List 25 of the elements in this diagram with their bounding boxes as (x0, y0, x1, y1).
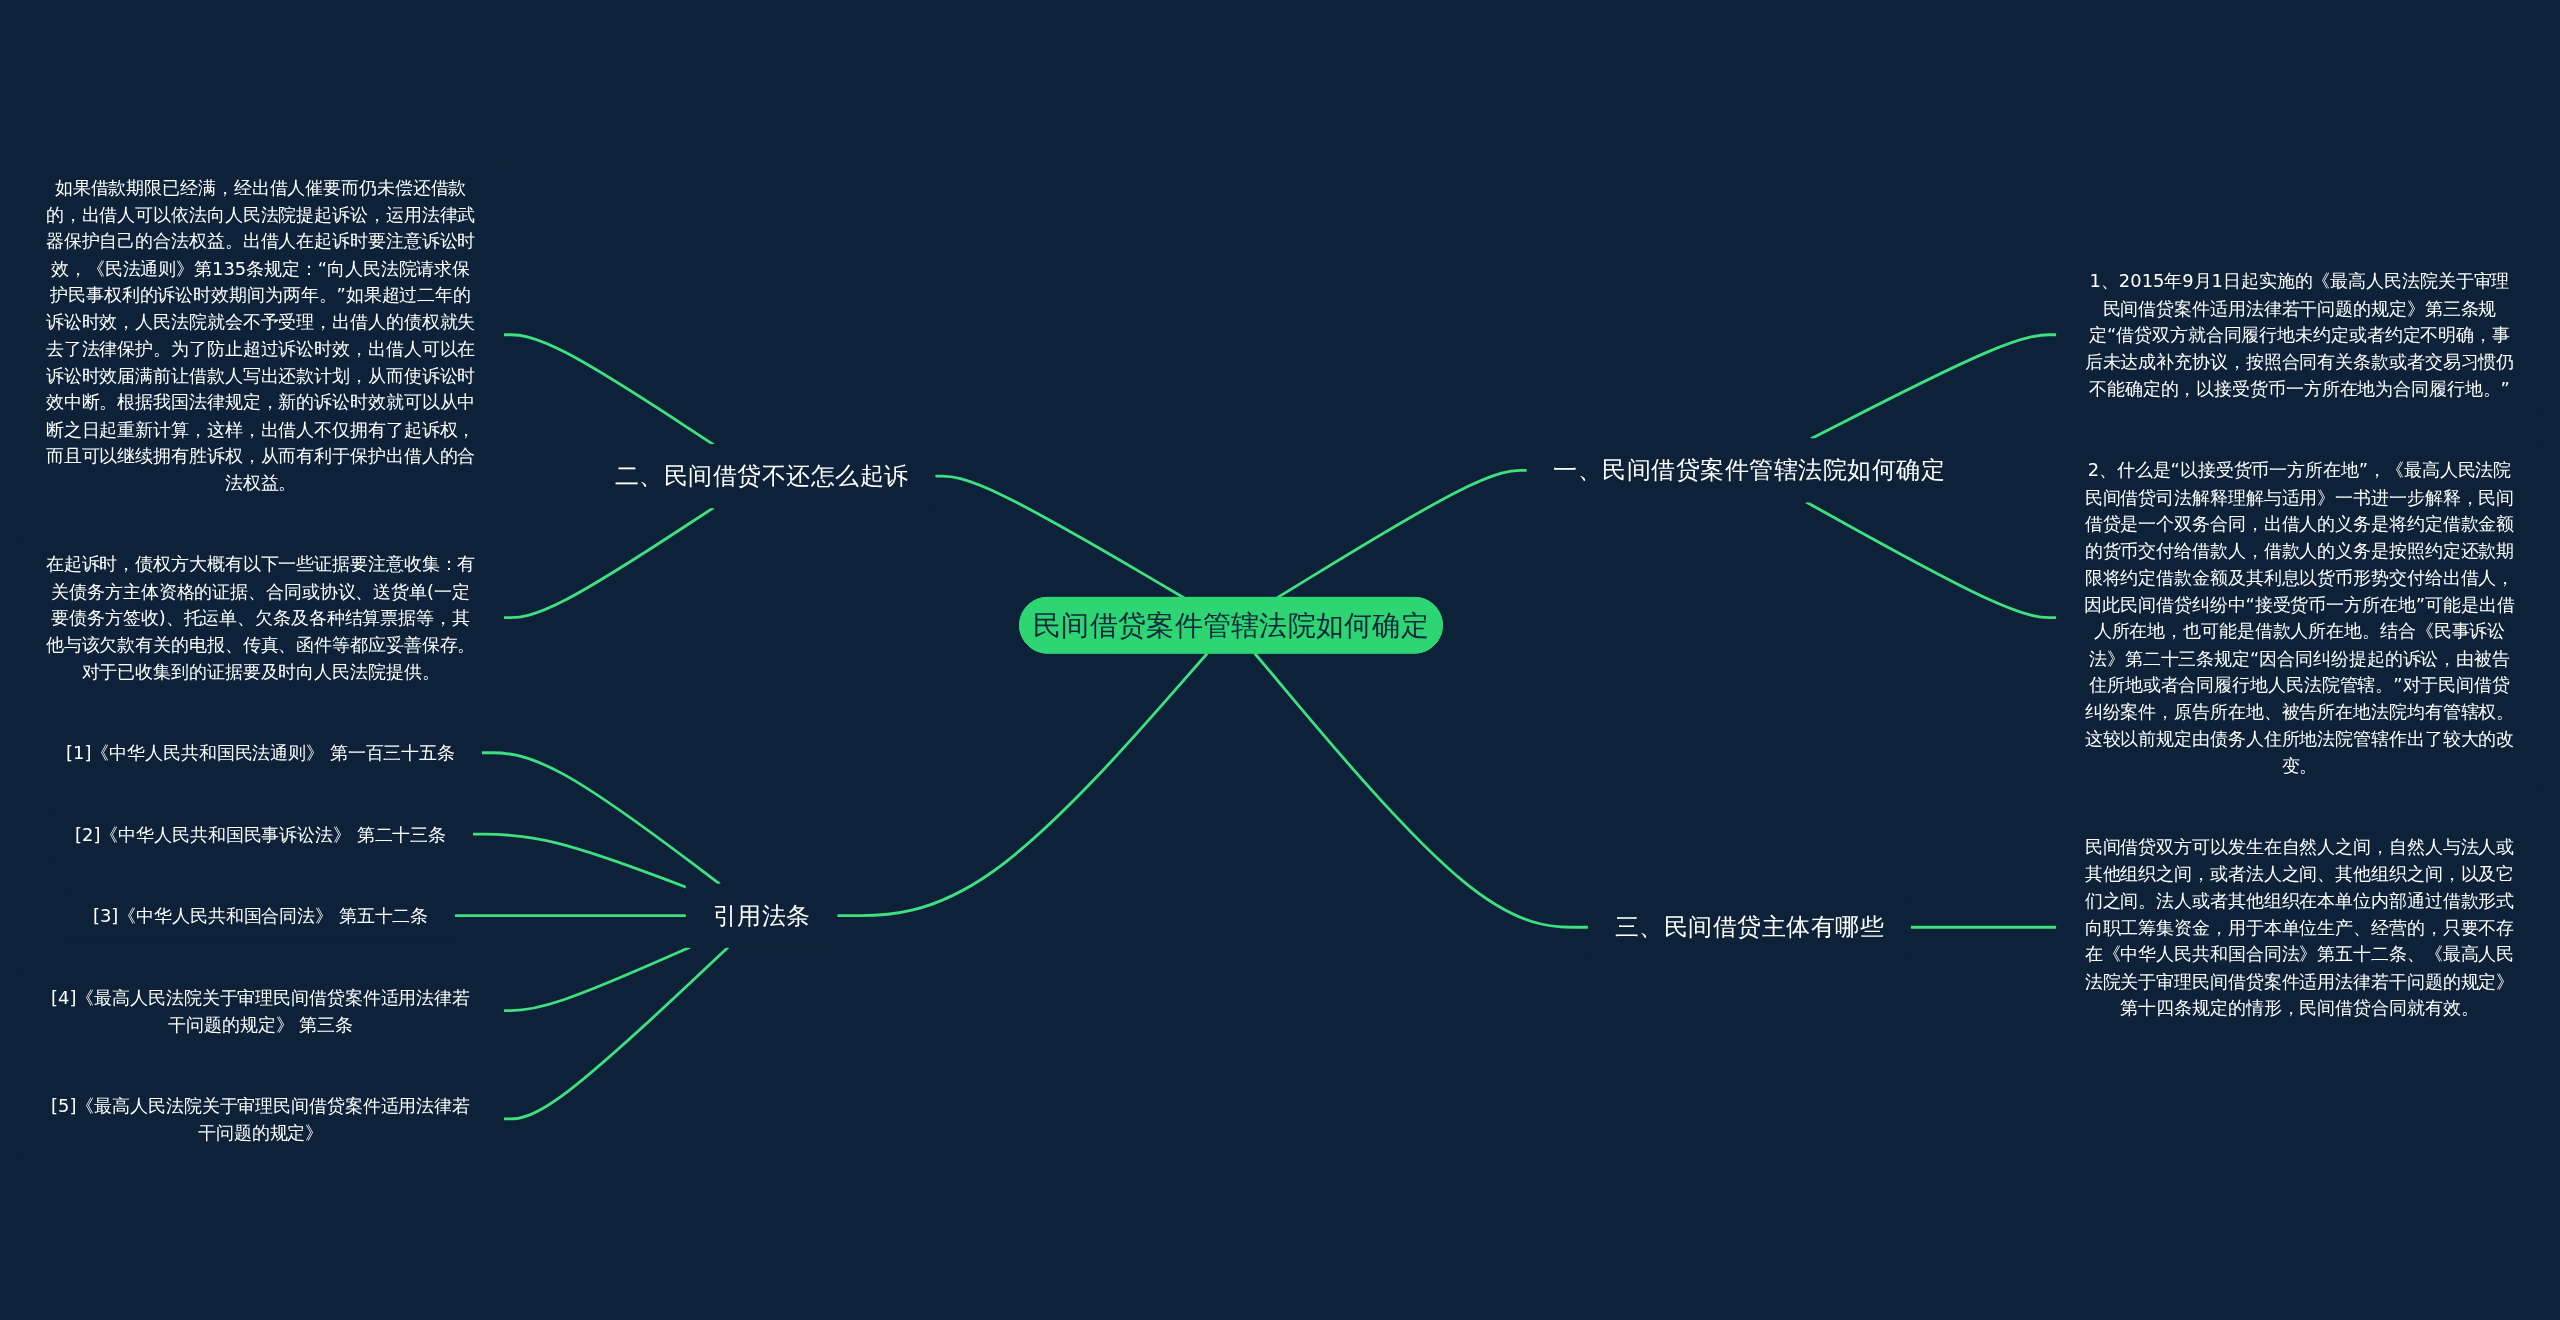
node-text: [1]《中华人民共和国民法通则》 第一百三十五条 (66, 742, 456, 764)
node-text: 1、2015年9月1日起实施的《最高人民法院关于审理民间借贷案件适用法律若干问题的规定》第三条规定“借贷双方就合同履行地未约定或者约定不明确，事后未达成补充协议，按照合同有关条款或者交易习惯仍不能确定的，以接受货币一方所在地为合同履行地。” (2084, 270, 2515, 399)
connector (837, 652, 1209, 918)
connector (503, 946, 691, 1013)
connector (1253, 652, 1589, 929)
node-text: 二、民间借贷不还怎么起诉 (614, 461, 909, 491)
connector (503, 946, 730, 1121)
node-text: 如果借款期限已经满，经出借人催要而仍未偿还借款的，出借人可以依法向人民法院提起诉讼，运用法律武器保护自己的合法权益。出借人在起诉时要注意诉讼时效，《民法通则》第135条规定：“向人民法院请求保护民事权利的诉讼时效期间为两年。”如果超过二年的诉讼时效，人民法院就会不予受理，出借人的债权就失去了法律保护。为了防止超过诉讼时效，出借人可以在诉讼时效届满前让借款人写出还款计划，从而使诉讼时效中断。根据我国法律规定，新的诉讼时效就可以从中断之日起重新计算，这样，出借人不仅拥有了起诉权，而且可以继续拥有胜诉权，从而有利于保护出借人的合法权益。 (45, 176, 476, 493)
node-text: [4]《最高人民法院关于审理民间借贷案件适用法律若干问题的规定》 第三条 (51, 986, 471, 1035)
node-text: 民间借贷双方可以发生在自然人之间，自然人与法人或其他组织之间，或者法人之间、其他组织之间，以及它们之间。法人或者其他组织在本单位内部通过借款形式向职工筹集资金，用于本单位生产、经营的，只要不存在《中华人民共和国合同法》第五十二条、《最高人民法院关于审理民间借贷案件适用法律若干问题的规定》第十四条规定的情形，民间借贷合同就有效。 (2084, 836, 2515, 1019)
node-text: 2、什么是“以接受货币一方所在地”，《最高人民法院民间借贷司法解释理解与适用》一书进一步解释，民间借贷是一个双务合同，出借人的义务是将约定借款金额的货币交付给借款人，借款人的义务是按照约定还款期限将约定借款金额及其利息以货币形势交付给出借人，因此民间借贷纠纷中“接受货币一方所在地”可能是出借人所在地，也可能是借款人所在地。结合《民事诉讼法》第二十三条规定“因合同纠纷提起的诉讼，由被告住所地或者合同履行地人民法院管辖。”对于民间借贷纠纷案件，原告所在地、被告所在地法院均有管辖权。这较以前规定由债务人住所地法院管辖作出了较大的改变。 (2084, 459, 2515, 776)
connector (472, 833, 687, 889)
connector (1910, 926, 2057, 929)
node-text: 在起诉时，债权方大概有以下一些证据要注意收集：有关债务方主体资格的证据、合同或协议、送货单(一定要债务方签收)、托运单、欠条及各种结算票据等，其他与该欠款有关的电报、传真、函件等都应妥善保存。对于已收集到的证据要及时向人民法院提供。 (45, 553, 476, 682)
connector (1805, 501, 2057, 620)
connector (454, 914, 687, 918)
mind-map-drawing: 民间借贷案件管辖法院如何确定 二、民间借贷不还怎么起诉 如果借款期限已经满，经出借人催要而仍未偿还借款的，出借人可以依法向人民法院提起诉讼，运用法律武器保护自己的合法权益。出借人在起诉时要注意诉讼时效，《民法通则》第135条规定：“向人民法院请求保护民事权利的诉讼时效期间为两年。”如果超过二年的诉讼时效，人民法院就会不予受理，出借人的债权就失去了法律保护。为了防止超过诉讼时效，出借人可以在诉讼时效届满前让借款人写出还款计划，从而使诉讼时效中断。根据我国法律规定，新的诉讼时效就可以从中断之日起重新计算，这样，出借人不仅拥有了起诉权，而且可以继续拥有胜诉权，从而有利于保护出借人的合法权益。 在起诉时，债权方大概有以下一些证据要注意收集：有关债务方主体资格的证据、合同或协议、送货单(一定要债务方签收)、托运单、欠条及各种结算票据等，其他与该欠款有关的电报、传真、函件等都应妥善保存。对于已收集到的证据要及时向人民法院提供。 一、民间借贷案件管辖法院如何确定 1、2015年9月1日起实施的《最高人民法院关于审理民间借贷案件适用法律若干问题的规定》第三条规定“借贷双方就合同履行地未约定或者约定不明确，事后未达成补充协议，按照合同有关条款或者交易习惯仍不能确定的，以接受货币一方所在地为合同履行地。” 2、什么是“以接受货币一方所在地”，《最高人民法院民间借贷司法解释理解与适用》一书进一步解释，民间借贷是一个双务合同，出借人的义务是将约定借款金额的货币交付给借款人，借款人的义务是按照约定还款期限将约定借款金额及其利息以货币形势交付给出借人，因此民间借贷纠纷中“接受货币一方所在地”可能是出借人所在地，也可能是借款人所在地。结合《民事诉讼法》第二十三条规定“因合同纠纷提起的诉讼，由被告住所地或者合同履行地人民法院管辖。”对于民间借贷纠纷案件，原告所在地、被告所在地法院均有管辖权。这较以前规定由债务人住所地法院管辖作出了较大的改变。 引用法条 [1]《中华人民共和国民法通则》 第一百三十五条 [2]《中华人民共和国民事诉讼法》 第二十三条 [3]《中华人民共和国合同法》 第五十二条 [4]《最高人民法院关于审理民间借贷案件适用法律若干问题的规定》 第三条 [5]《最高人民法院关于审理民间借贷案件适用法律若干问题的规定》 三、民间借贷主体有哪些 民间借贷双方可以发生在自然人之间，自然人与法人或其他组织之间，或者法人之间、其他组织之间，以及它们之间。法人或者其他组织在本单位内部通过借款形式向职工筹集资金，用于本单位生产、经营的，只要不存在《中华人民共和国合同法》第五十二条、《最高人民法院关于审理民间借贷案件适用法律若干问题的规定》第十四条规定的情形，民间借贷合同就有效。 (10, 153, 2550, 1167)
connector (481, 751, 721, 886)
node-text: [2]《中华人民共和国民事诉讼法》 第二十三条 (75, 823, 447, 845)
node-text: [3]《中华人民共和国合同法》 第五十二条 (92, 905, 429, 927)
connector (1810, 333, 2057, 441)
node-text: [5]《最高人民法院关于审理民间借贷案件适用法律若干问题的规定》 (51, 1095, 471, 1143)
node-text: 一、民间借贷案件管辖法院如何确定 (1553, 456, 1946, 485)
node-text: 三、民间借贷主体有哪些 (1614, 912, 1885, 942)
node-text: 引用法条 (712, 901, 811, 930)
